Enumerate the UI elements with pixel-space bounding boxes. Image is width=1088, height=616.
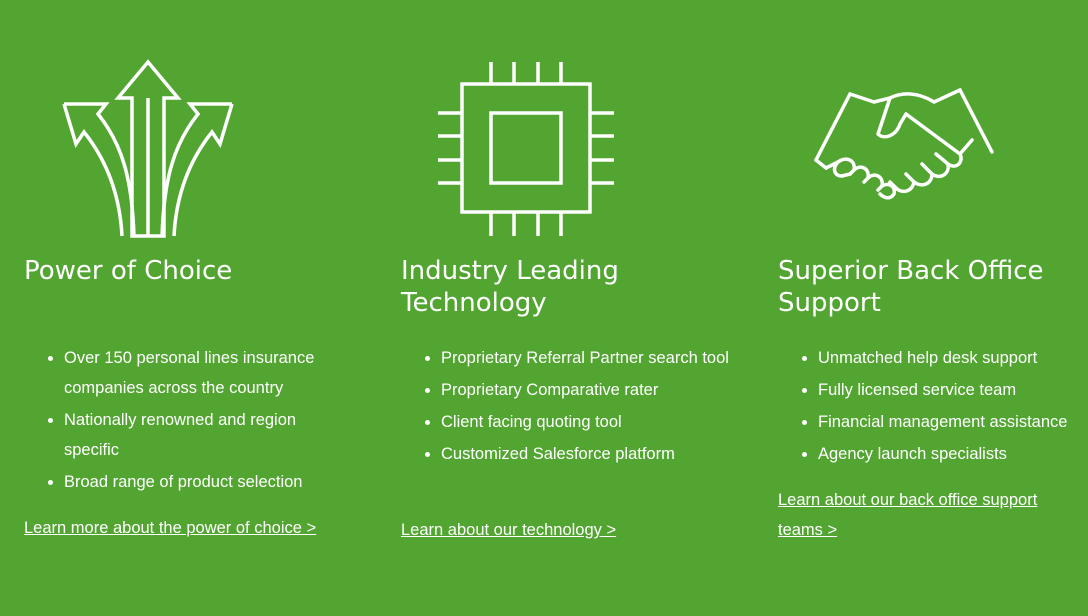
learn-about-technology-link[interactable]: Learn about our technology > [401,521,617,539]
list-item: Broad range of product selection [64,467,354,497]
list-item: Over 150 personal lines insurance compan… [64,343,354,403]
feature-bullet-list: Over 150 personal lines insurance compan… [24,343,354,499]
list-item: Client facing quoting tool [441,407,731,437]
list-item: Fully licensed service team [818,375,1084,405]
list-item: Proprietary Comparative rater [441,375,731,405]
feature-bullet-list: Unmatched help desk support Fully licens… [778,343,1084,471]
list-item: Unmatched help desk support [818,343,1084,373]
handshake-icon [814,88,994,200]
learn-more-power-of-choice-link[interactable]: Learn more about the power of choice > [24,519,317,537]
diverging-arrows-icon [62,59,234,238]
microchip-icon [438,62,614,236]
feature-title: Superior Back Office Support [778,256,1044,318]
list-item: Nationally renowned and region specific [64,405,354,465]
list-item: Customized Salesforce platform [441,439,731,469]
list-item: Financial management assistance [818,407,1084,437]
feature-title: Industry Leading Technology [401,256,619,318]
learn-about-back-office-support-link[interactable]: Learn about our back office support team… [778,491,1038,539]
feature-bullet-list: Proprietary Referral Partner search tool… [401,343,731,471]
feature-title: Power of Choice [24,256,233,286]
list-item: Proprietary Referral Partner search tool [441,343,731,373]
list-item: Agency launch specialists [818,439,1084,469]
